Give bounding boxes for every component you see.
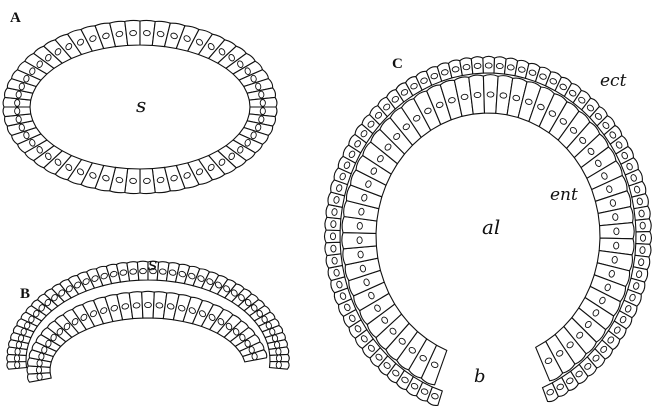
ectoderm-nucleus [331,221,337,228]
blastula-nucleus [129,30,136,36]
ectoderm-nucleus [639,210,645,217]
ectoderm-nucleus [496,63,503,69]
ectoderm-nucleus [640,246,646,253]
blastula-nucleus [260,108,265,115]
endoderm-nucleus [358,251,364,258]
ectoderm-nucleus [640,222,646,229]
panel-b-cavity-label: s [148,254,157,275]
endoderm-nucleus [500,93,507,99]
endoderm-nucleus [357,237,362,244]
panel-a-letter: A [10,10,21,26]
gastrula-b-outer-nucleus [15,348,21,355]
blastula-nucleus [143,30,150,36]
blastula-nucleus [258,91,264,98]
blastula-nucleus [260,99,265,106]
blastula-nucleus [143,178,150,184]
blastula-nucleus [258,116,264,123]
gastrula-b-inner-nucleus [36,367,41,374]
blastula-nucleus [16,116,22,123]
ectoderm-nucleus [638,258,644,266]
gastrula-b-outer-nucleus [129,268,137,274]
panel-b-early-gastrula [7,261,290,382]
panel-a-cavity-label: s [136,93,146,117]
gastrula-b-outer-nucleus [159,268,167,274]
ectoderm-nucleus [507,64,514,70]
blastula-nucleus [19,124,25,132]
blastula-nucleus [129,178,136,184]
endoderm-label: ent [550,185,578,205]
blastula-nucleus [14,99,19,106]
ectoderm-label: ect [600,71,627,91]
endoderm-nucleus [612,213,618,220]
ectoderm-nucleus [331,257,337,265]
blastula-nucleus [14,108,19,115]
endoderm-nucleus [487,92,494,97]
gastrula-b-outer-nucleus [14,362,19,369]
gastrula-b-outer-nucleus [139,268,146,274]
ectoderm-nucleus [331,245,337,252]
blastopore-label: b [474,366,486,387]
ectoderm-nucleus [640,234,645,241]
blastula-nucleus [16,91,22,98]
blastula-nucleus [255,83,261,91]
gastrula-b-outer-nucleus [276,348,282,355]
gastrula-b-inner-nucleus [145,302,152,307]
ectoderm-nucleus [330,233,335,240]
gastrula-b-outer-nucleus [276,362,281,369]
endoderm-nucleus [474,92,481,98]
archenteron-label: al [482,215,500,239]
gastrula-b-inner-nucleus [37,360,43,367]
gastrula-b-inner-nucleus [37,373,43,380]
ectoderm-nucleus [331,208,337,216]
blastula-nucleus [19,83,25,91]
panel-c-letter: C [392,56,403,72]
endoderm-nucleus [357,222,363,229]
endoderm-nucleus [614,228,619,235]
endoderm-nucleus [613,242,619,249]
blastula-nucleus [255,124,261,132]
ectoderm-nucleus [474,63,481,69]
ectoderm-nucleus [485,63,492,68]
ectoderm-nucleus [463,64,470,70]
panel-b-letter: B [20,286,30,302]
gastrula-b-inner-nucleus [156,302,164,308]
gastrula-b-inner-nucleus [252,353,258,360]
gastrula-b-outer-nucleus [276,355,281,362]
gastrula-b-inner-nucleus [133,302,141,308]
endoderm-nucleus [461,94,469,100]
gastrula-b-outer-nucleus [14,355,19,362]
